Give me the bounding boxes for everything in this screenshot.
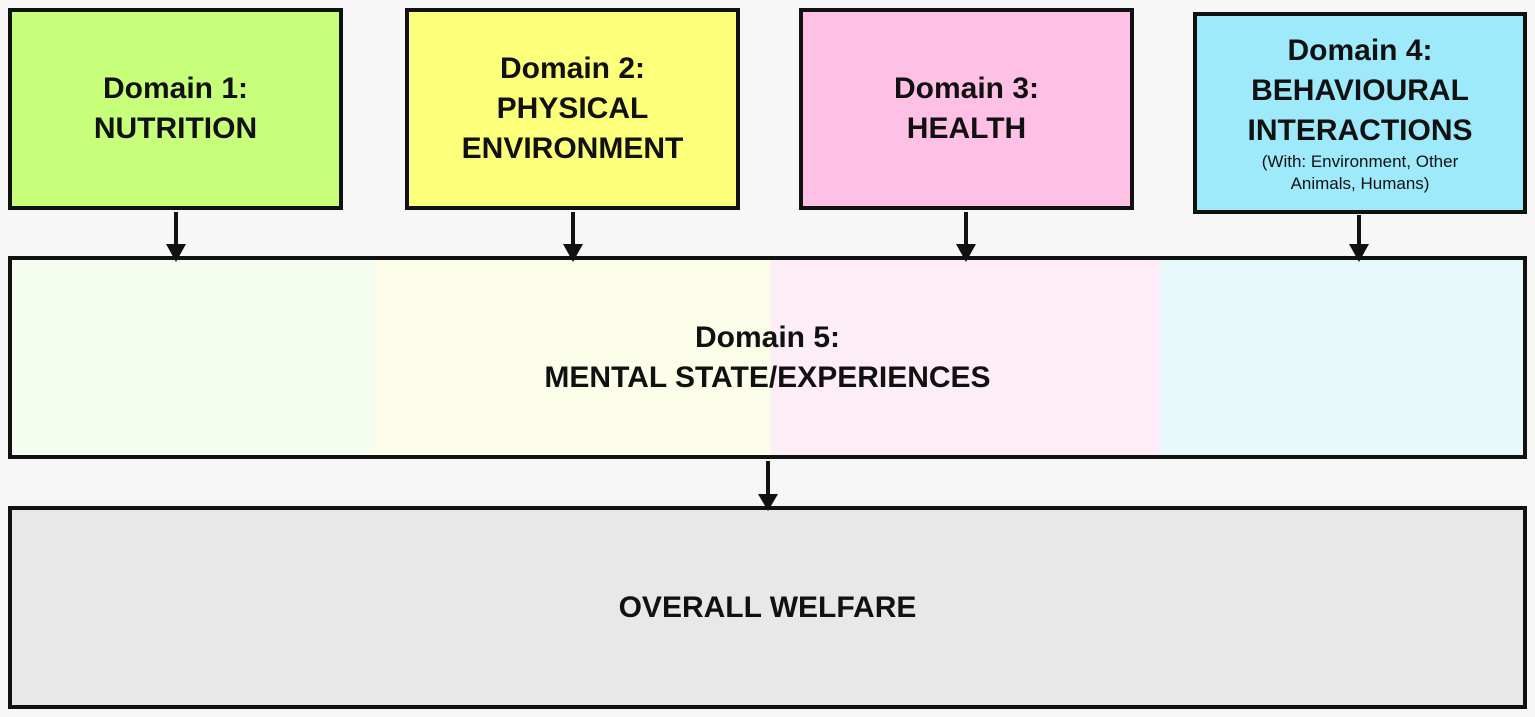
domain-5-box: Domain 5: MENTAL STATE/EXPERIENCES <box>8 256 1527 459</box>
domain-2-name: PHYSICAL ENVIRONMENT <box>461 92 684 165</box>
domain-3-box: Domain 3: HEALTH <box>799 8 1134 210</box>
domain-1-heading: Domain 1: <box>102 72 249 105</box>
domain-4-heading: Domain 4: <box>1287 34 1433 67</box>
domain-5-heading: Domain 5: <box>694 320 841 354</box>
arrow-head-domain-3 <box>956 244 976 262</box>
domain-4-box: Domain 4: BEHAVIOURAL INTERACTIONS (With… <box>1193 12 1527 214</box>
domain-3-name: HEALTH <box>906 112 1027 145</box>
domain-2-heading: Domain 2: <box>499 52 646 85</box>
domain-4-note: (With: Environment, Other Animals, Human… <box>1261 152 1459 193</box>
domain-2-box: Domain 2: PHYSICAL ENVIRONMENT <box>405 8 740 210</box>
domain-5-name: MENTAL STATE/EXPERIENCES <box>544 360 991 394</box>
arrow-head-domain-2 <box>563 244 583 262</box>
domain-3-heading: Domain 3: <box>893 72 1040 105</box>
domain-1-name: NUTRITION <box>93 112 258 145</box>
domain-4-name: BEHAVIOURAL INTERACTIONS <box>1247 74 1473 147</box>
arrow-head-domain-5 <box>758 494 778 511</box>
overall-welfare-label: OVERALL WELFARE <box>618 590 917 624</box>
domain-1-box: Domain 1: NUTRITION <box>8 8 343 210</box>
arrow-head-domain-4 <box>1349 244 1369 262</box>
arrow-head-domain-1 <box>166 244 186 262</box>
